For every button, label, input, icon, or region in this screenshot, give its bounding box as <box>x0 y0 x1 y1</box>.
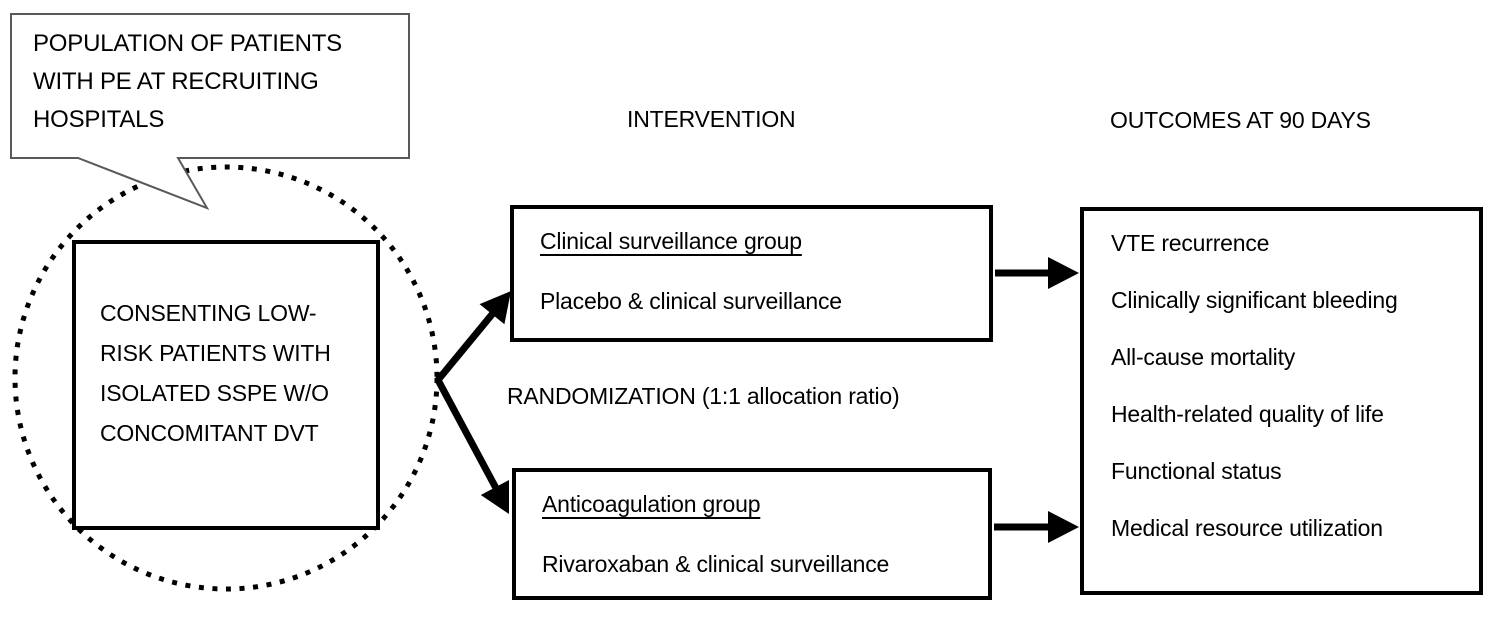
outcome-item-quality-of-life: Health-related quality of life <box>1111 401 1384 427</box>
clinical-surveillance-group-box: Clinical surveillance group Placebo & cl… <box>510 205 993 342</box>
outcomes-box: VTE recurrence Clinically significant bl… <box>1080 207 1483 595</box>
anticoagulation-group-title: Anticoagulation group <box>542 491 761 517</box>
outcome-item-bleeding: Clinically significant bleeding <box>1111 287 1398 313</box>
outcome-item-functional-status: Functional status <box>1111 458 1282 484</box>
outcomes-header: OUTCOMES AT 90 DAYS <box>1110 107 1371 133</box>
outcome-item-mortality: All-cause mortality <box>1111 344 1296 370</box>
population-box-text: CONSENTING LOW- RISK PATIENTS WITH ISOLA… <box>100 300 331 446</box>
randomization-label: RANDOMIZATION (1:1 allocation ratio) <box>507 383 900 409</box>
anticoagulation-group-subtitle: Rivaroxaban & clinical surveillance <box>542 551 890 577</box>
callout-population-text: POPULATION OF PATIENTS WITH PE AT RECRUI… <box>33 30 342 133</box>
clinical-surveillance-group-title: Clinical surveillance group <box>540 228 802 254</box>
clinical-surveillance-group-subtitle: Placebo & clinical surveillance <box>540 288 842 314</box>
population-box: CONSENTING LOW- RISK PATIENTS WITH ISOLA… <box>72 240 380 530</box>
arrow-to-anticoagulation-group <box>434 378 509 514</box>
arrow-surveillance-to-outcomes <box>995 257 1079 289</box>
anticoagulation-group-box: Anticoagulation group Rivaroxaban & clin… <box>512 468 992 600</box>
callout-bubble-shape <box>10 13 410 210</box>
outcome-item-vte-recurrence: VTE recurrence <box>1111 230 1270 256</box>
outcome-item-resource-utilization: Medical resource utilization <box>1111 515 1383 541</box>
intervention-header: INTERVENTION <box>627 106 796 132</box>
arrow-to-surveillance-group <box>435 291 511 383</box>
arrow-anticoagulation-to-outcomes <box>994 511 1079 543</box>
